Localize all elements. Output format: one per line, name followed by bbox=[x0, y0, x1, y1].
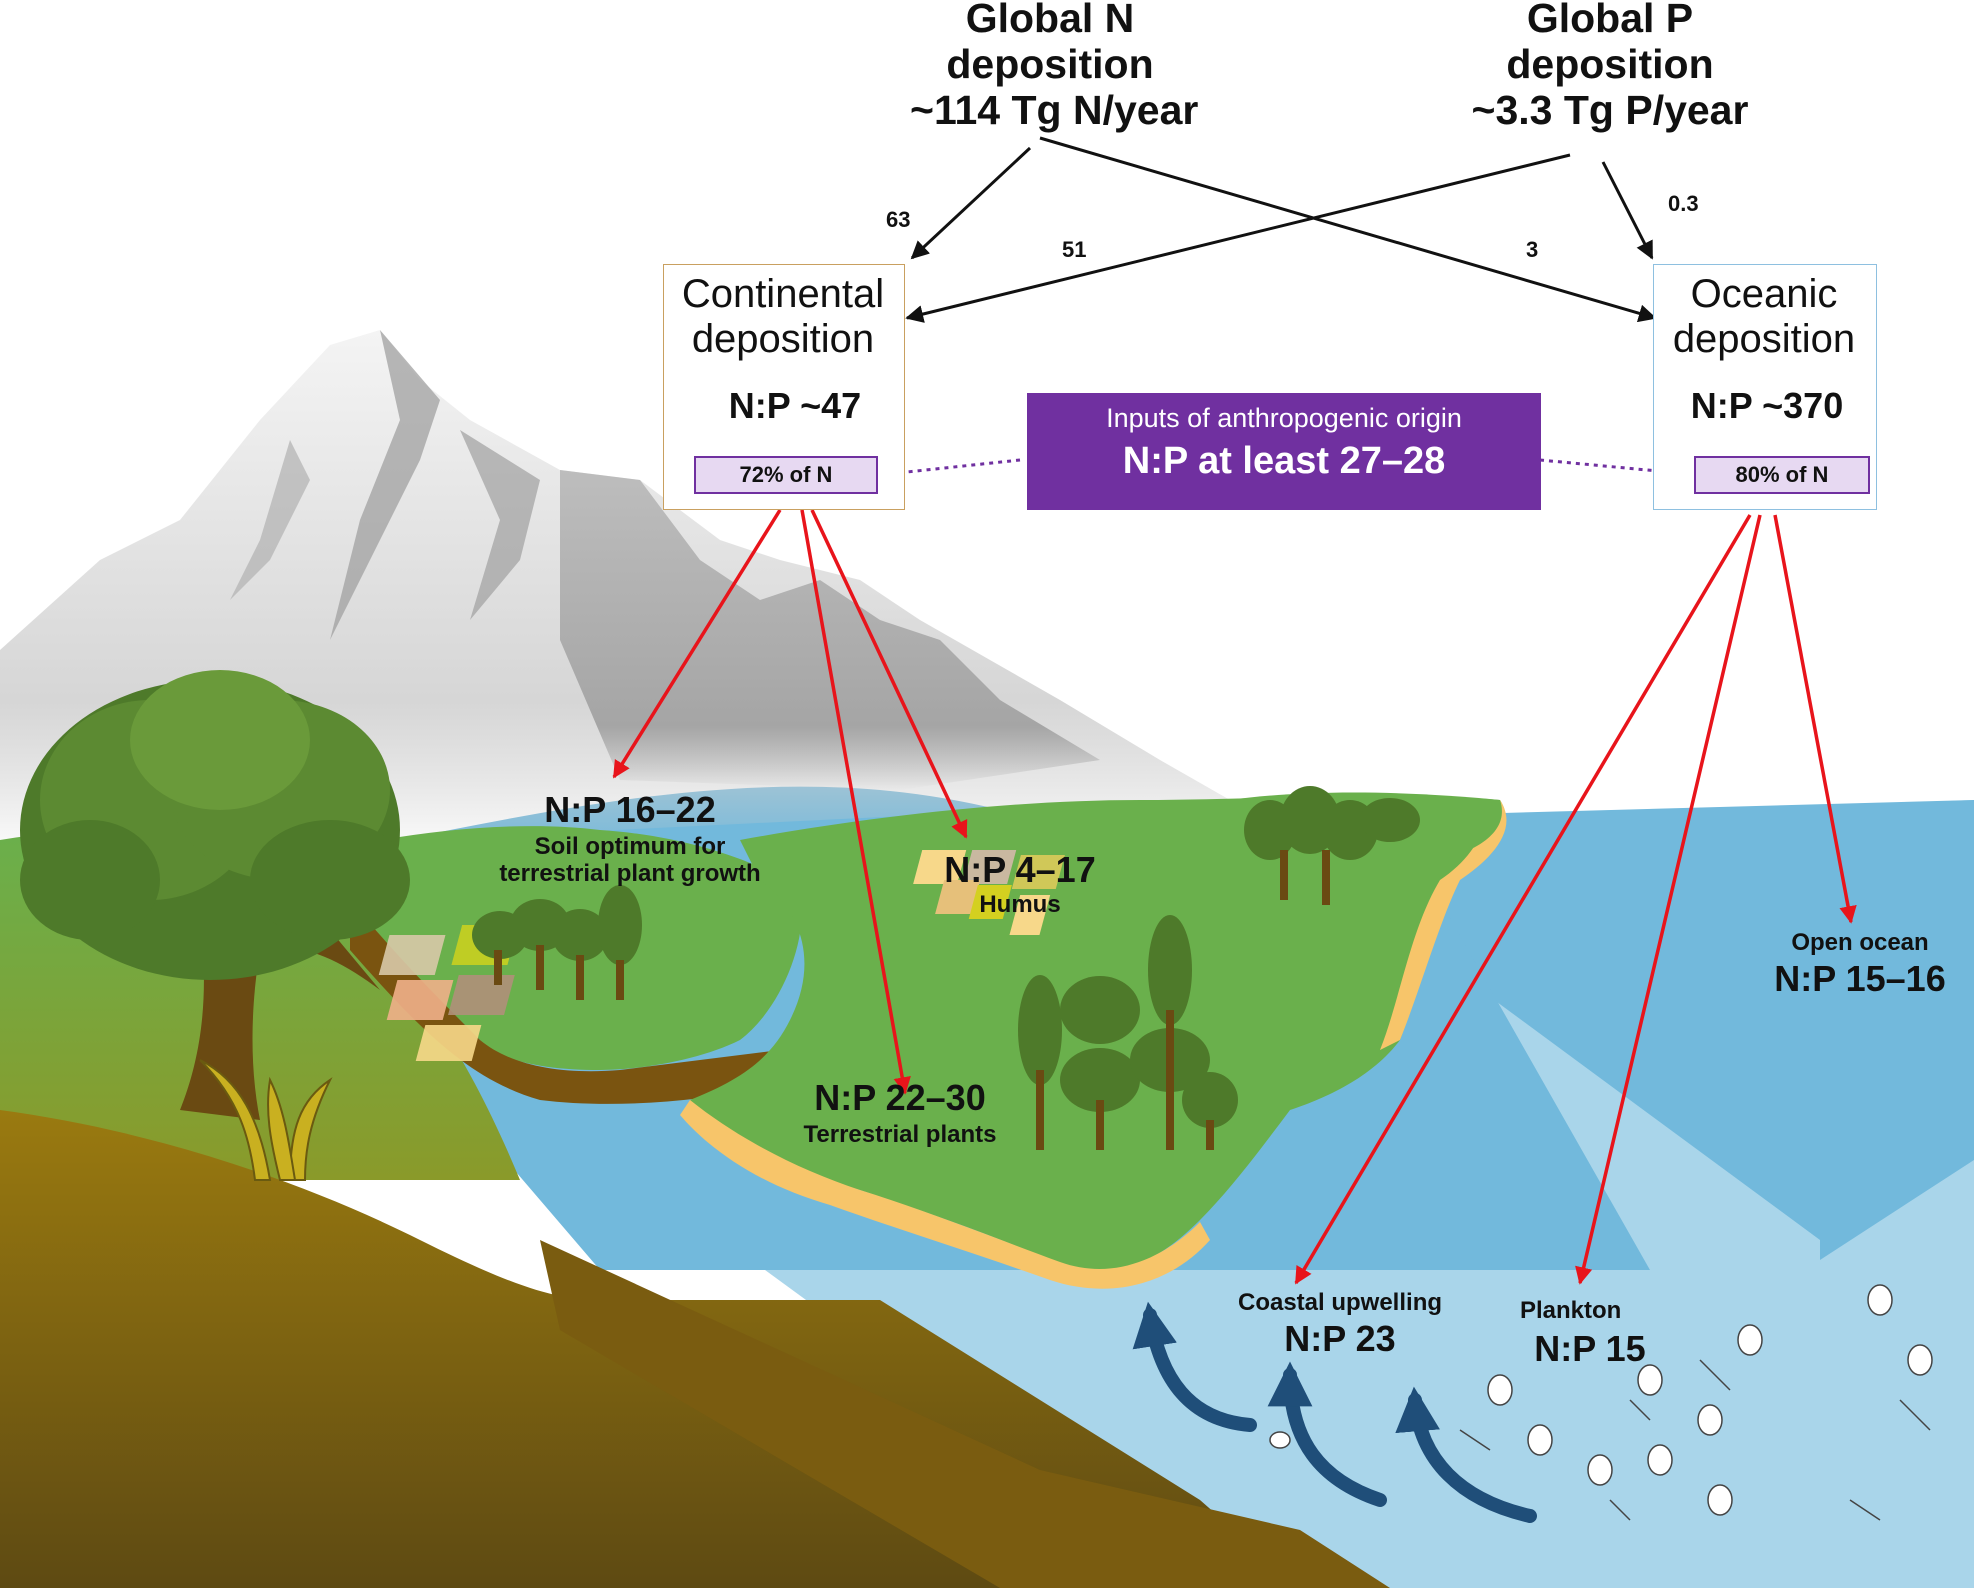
plankton-target: Plankton N:P 15 bbox=[1520, 1297, 1646, 1369]
anthropogenic-arrows bbox=[888, 458, 1690, 474]
continental-share: 72% of N bbox=[694, 456, 878, 494]
continental-title: Continental deposition bbox=[681, 272, 885, 361]
mountain-rock bbox=[560, 470, 1100, 790]
anthropogenic-inputs-box: Inputs of anthropogenic origin N:P at le… bbox=[1027, 393, 1541, 510]
flow-n-oceanic: 3 bbox=[1526, 237, 1539, 262]
global-p-title: Global P deposition ~3.3 Tg P/year bbox=[1471, 0, 1749, 133]
red-deposition-arrows bbox=[612, 509, 1857, 1285]
flow-n-continental: 63 bbox=[886, 207, 911, 232]
open-ocean-target: Open ocean N:P 15–16 bbox=[1774, 929, 1946, 999]
anthropogenic-title: Inputs of anthropogenic origin bbox=[1106, 403, 1462, 433]
flow-p-continental: 51 bbox=[1062, 237, 1087, 262]
tree-cluster-left bbox=[472, 885, 642, 1000]
tree-cluster-right bbox=[1244, 786, 1420, 905]
continental-ratio: N:P ~47 bbox=[728, 385, 862, 426]
tree-cluster-center bbox=[1018, 915, 1238, 1150]
humus-target: N:P 4–17 Humus bbox=[944, 849, 1096, 919]
oceanic-title: Oceanic deposition bbox=[1672, 272, 1856, 361]
upwelling-target: Coastal upwelling N:P 23 bbox=[1237, 1289, 1443, 1359]
large-tree bbox=[20, 670, 410, 1120]
oceanic-share: 80% of N bbox=[1694, 456, 1870, 494]
grass-tuft bbox=[199, 1059, 333, 1181]
plants-target: N:P 22–30 Terrestrial plants bbox=[803, 1077, 997, 1149]
flow-p-oceanic: 0.3 bbox=[1668, 191, 1699, 216]
upwelling-arrows bbox=[1132, 1301, 1537, 1523]
global-n-title: Global N deposition ~114 Tg N/year bbox=[910, 0, 1199, 133]
anthropogenic-ratio: N:P at least 27–28 bbox=[1122, 440, 1446, 482]
oceanic-ratio: N:P ~370 bbox=[1690, 385, 1844, 426]
plankton-organisms bbox=[1269, 1284, 1933, 1521]
global-flow-arrows bbox=[905, 136, 1657, 323]
soil-target: N:P 16–22 Soil optimum for terrestrial p… bbox=[499, 789, 761, 888]
